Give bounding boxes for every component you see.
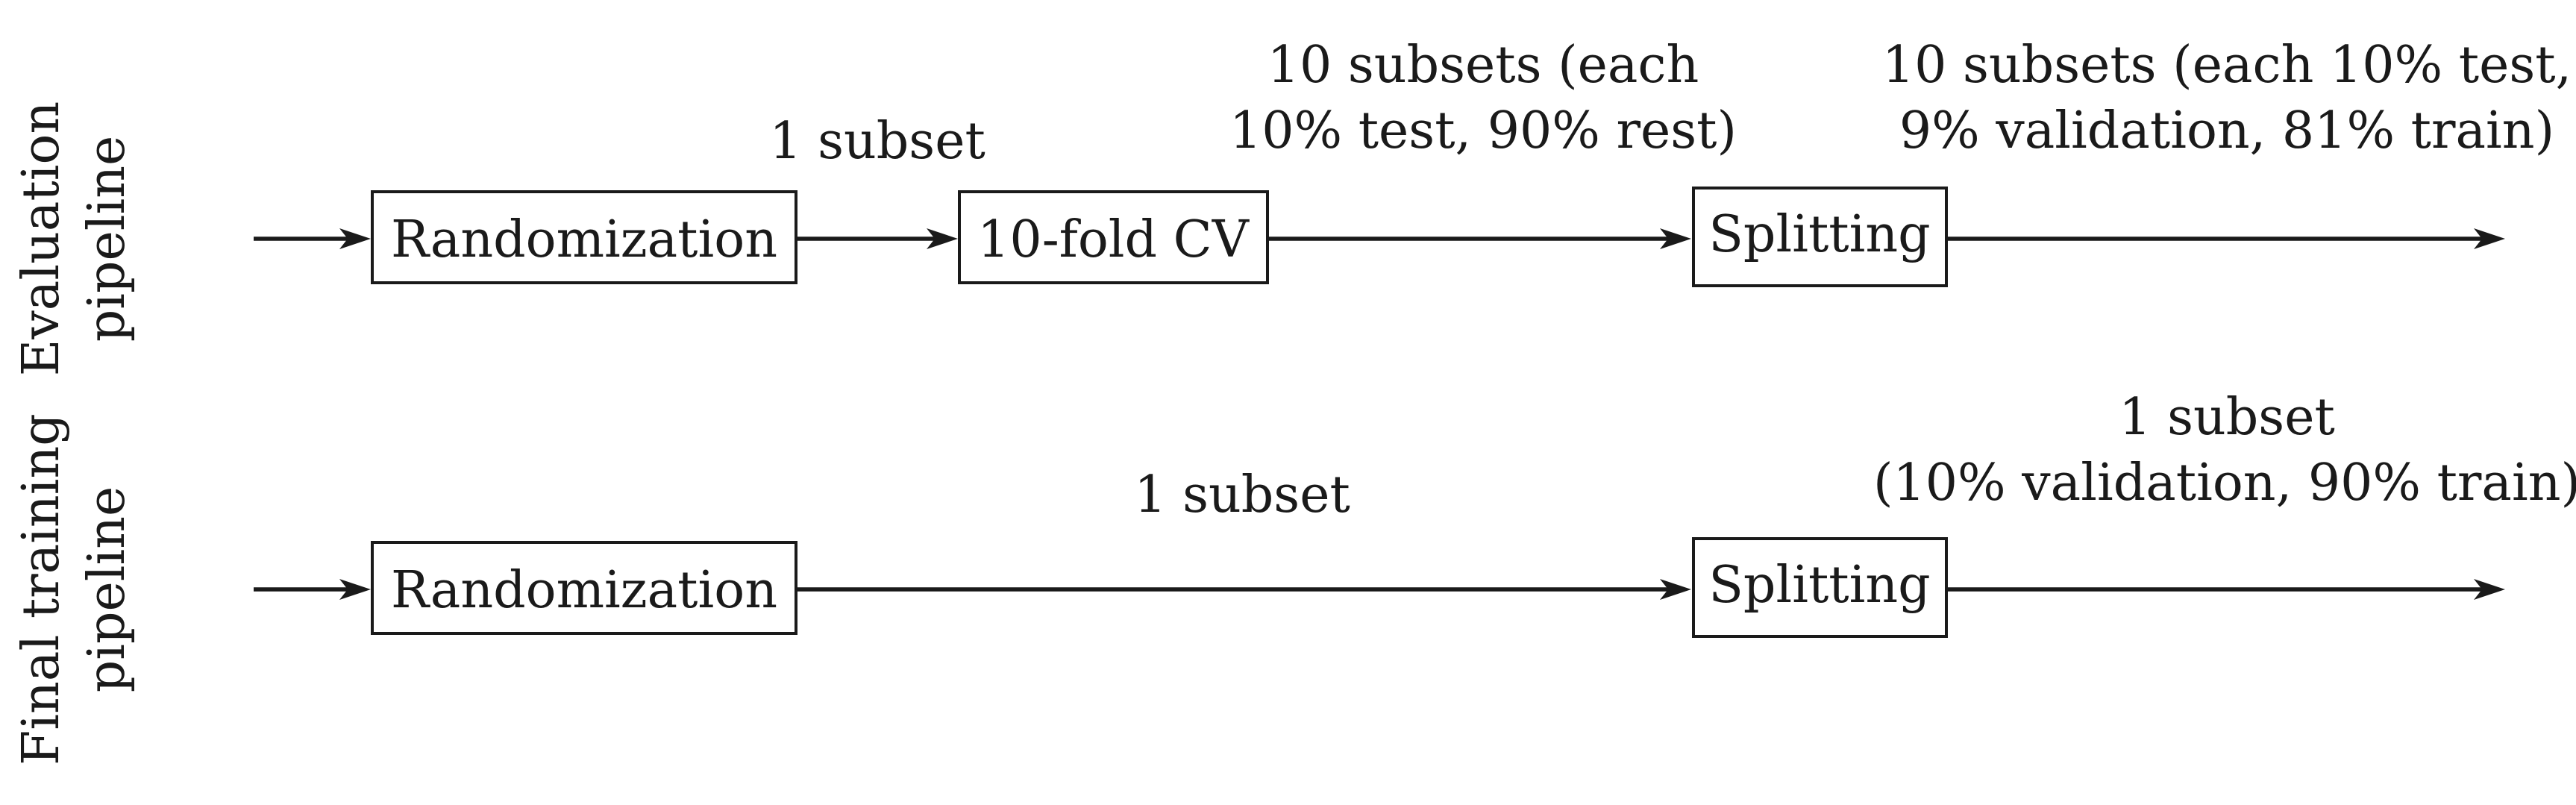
final-rand-to-split-label: 1 subset (1134, 466, 1350, 524)
evaluation-row-label-line2: pipeline (78, 136, 137, 342)
final-row-label: Final training pipeline (12, 413, 137, 765)
eval-split-output-edge (1947, 228, 2505, 249)
final-splitting-node: Splitting (1692, 537, 1948, 638)
evaluation-row-label-line1: Evaluation (12, 101, 71, 377)
eval-cv-node: 10-fold CV (958, 190, 1269, 284)
final-split-output-label-line1: 1 subset (2119, 388, 2335, 447)
final-row-label-line2: pipeline (78, 486, 137, 693)
eval-randomization-node: Randomization (371, 190, 797, 284)
eval-cv-to-split-label-line2: 10% test, 90% rest) (1229, 101, 1737, 160)
evaluation-row-label: Evaluation pipeline (12, 101, 137, 377)
final-splitting-label: Splitting (1708, 556, 1930, 615)
eval-splitting-label: Splitting (1708, 205, 1930, 264)
eval-cv-to-split-label-line1: 10 subsets (each (1267, 36, 1699, 95)
final-rand-to-split-edge (797, 579, 1691, 600)
eval-split-output-label-line2: 9% validation, 81% train) (1899, 101, 2554, 160)
eval-input-edge (254, 228, 371, 249)
final-split-output-label-line2: (10% validation, 90% train) (1873, 454, 2576, 513)
eval-cv-to-split-edge (1268, 228, 1691, 249)
eval-splitting-node: Splitting (1692, 187, 1948, 287)
final-randomization-label: Randomization (391, 561, 777, 620)
eval-rand-to-cv-label: 1 subset (769, 112, 985, 171)
final-row-label-line1: Final training (12, 413, 71, 765)
eval-cv-label: 10-fold CV (977, 210, 1250, 269)
eval-randomization-label: Randomization (391, 210, 777, 269)
eval-split-output-label-line1: 10 subsets (each 10% test, (1882, 36, 2572, 95)
eval-rand-to-cv-edge (797, 228, 958, 249)
final-input-edge (254, 579, 371, 600)
final-randomization-node: Randomization (371, 541, 797, 635)
final-split-output-edge (1947, 579, 2505, 600)
